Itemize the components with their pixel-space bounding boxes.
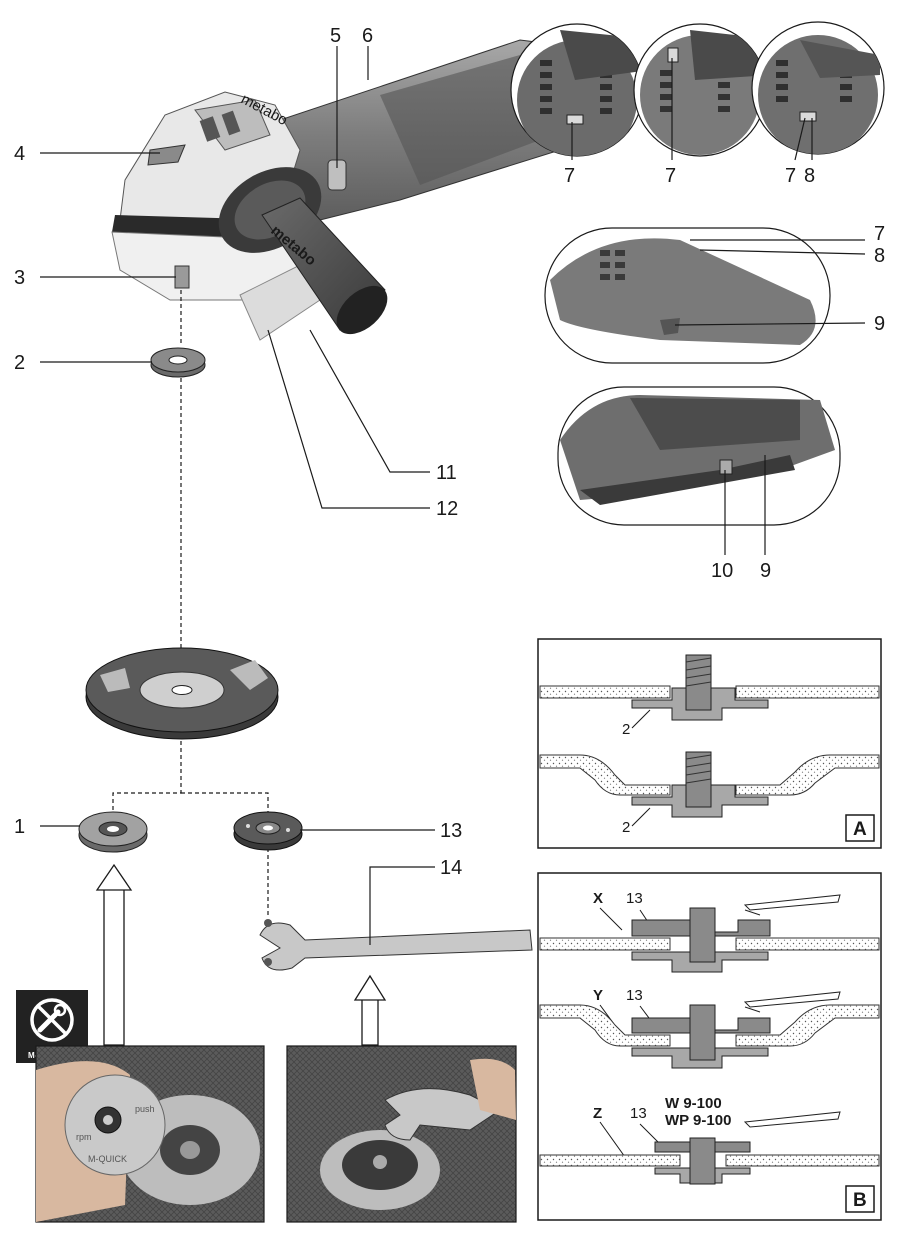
panel-b-model-1: W 9-100 [665,1095,722,1112]
grinding-disc [85,647,279,740]
callout-numbers: 4 3 2 5 6 7 7 7 8 7 8 9 10 9 11 12 1 13 … [14,25,885,879]
panel-b-x-tag: X [593,890,603,907]
callout-9b: 9 [760,560,771,582]
assembly-lines [112,290,269,915]
panel-b-y-tag: Y [593,987,603,1004]
panel-b-y-num: 13 [626,987,643,1004]
rear-handle-detail-1 [544,227,831,364]
rear-handle-detail-2 [557,386,841,526]
disc-text-push: push [135,1104,155,1114]
support-flange-2 [150,347,206,378]
panel-a-letter: A [853,819,867,840]
callout-10: 10 [711,560,733,582]
callout-7c: 7 [785,165,796,187]
callout-4: 4 [14,143,25,165]
callout-12: 12 [436,498,458,520]
panel-b-y-assembly: Y 13 [539,987,880,1069]
spindle [174,265,190,289]
callout-7b: 7 [665,165,676,187]
spindle-lock-button [147,144,186,166]
two-hole-spanner-14 [259,919,533,971]
callout-8a: 8 [804,165,815,187]
panel-b-model-2: WP 9-100 [665,1112,731,1129]
callout-9a: 9 [874,313,885,335]
callout-3: 3 [14,267,25,289]
panel-b-letter: B [853,1190,867,1211]
callout-7d: 7 [874,223,885,245]
no-tool-icon [30,998,74,1042]
callout-6: 6 [362,25,373,47]
photo-spanner-nut [286,1045,517,1223]
callout-1: 1 [14,816,25,838]
disc-text-rpm: rpm [76,1132,92,1142]
callout-7a: 7 [564,165,575,187]
grinder-illustration: metabo metabo [111,39,561,341]
panel-b-z-tag: Z [593,1105,602,1122]
panel-b-z-assembly: Z 13 W 9-100 WP 9-100 [539,1095,880,1185]
callout-11: 11 [436,462,457,484]
panel-a-label-top: 2 [622,721,630,738]
panel-a-label-bottom: 2 [622,819,630,836]
callout-5: 5 [330,25,341,47]
photo-m-quick-nut: M-QUICK push rpm [35,1045,265,1223]
disc-text-mquick: M-QUICK [88,1154,127,1164]
callout-2: 2 [14,352,25,374]
callout-13: 13 [440,820,462,842]
panel-b-x-assembly: X 13 [539,890,880,973]
panel-a: 2 2 A [537,638,882,849]
leader-lines [40,46,866,945]
panel-b-z-num: 13 [630,1105,647,1122]
panel-b-x-num: 13 [626,890,643,907]
panel-a-flat-disc: 2 [539,654,880,738]
panel-b: X 13 Y 13 Z [537,872,882,1221]
callout-8b: 8 [874,245,885,267]
switch-detail-circles [510,21,885,157]
panel-a-depressed-disc: 2 [539,751,880,836]
quick-nut-1 [78,811,148,853]
up-arrows [95,863,387,1046]
callout-14: 14 [440,857,462,879]
clamping-nut-13 [233,811,303,851]
